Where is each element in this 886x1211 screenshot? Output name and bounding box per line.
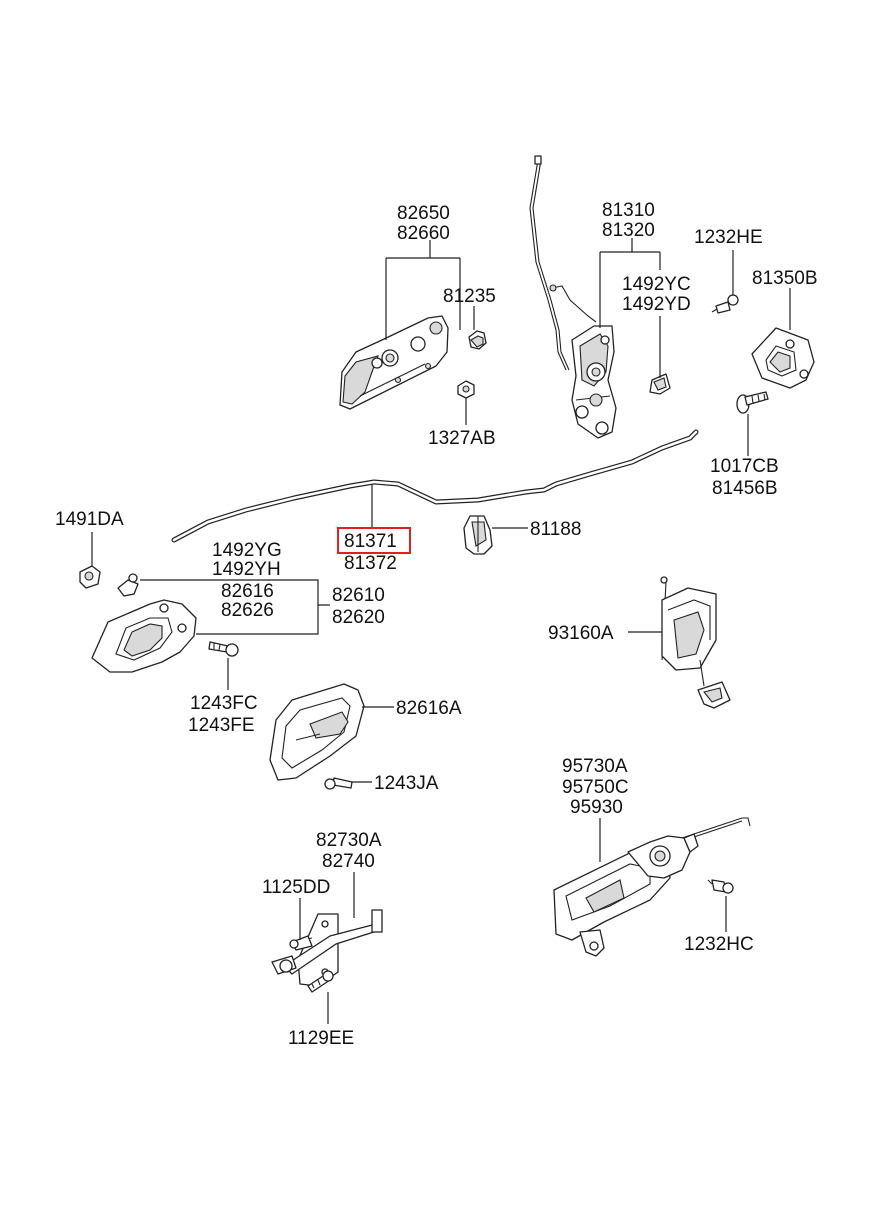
bolt-1491DA bbox=[79, 565, 101, 589]
label-82740: 82740 bbox=[322, 851, 375, 872]
label-81188: 81188 bbox=[530, 519, 581, 540]
label-1125DD: 1125DD bbox=[262, 877, 330, 898]
label-82610: 82610 bbox=[332, 585, 385, 606]
lock-rod-81371 bbox=[171, 429, 699, 543]
label-1492YG: 1492YG bbox=[212, 540, 282, 561]
label-1243FC: 1243FC bbox=[190, 693, 258, 714]
screw-1243FC bbox=[208, 641, 239, 657]
door-lock-actuator-assembly bbox=[553, 817, 751, 957]
label-1491DA: 1491DA bbox=[55, 509, 124, 530]
actuator-93160A bbox=[660, 576, 731, 709]
label-82626: 82626 bbox=[221, 600, 274, 621]
label-81320: 81320 bbox=[602, 220, 655, 241]
rod-clip-81188 bbox=[463, 515, 493, 555]
label-81235: 81235 bbox=[443, 286, 496, 307]
label-95750C: 95750C bbox=[562, 777, 629, 798]
label-1243JA: 1243JA bbox=[374, 773, 439, 794]
label-1232HE: 1232HE bbox=[694, 227, 763, 248]
label-81350B: 81350B bbox=[752, 268, 818, 289]
inside-handle-housing bbox=[91, 599, 197, 673]
nut-1327AB bbox=[457, 380, 475, 399]
outside-handle-part bbox=[339, 315, 449, 410]
door-checker-assembly bbox=[271, 909, 383, 987]
clip-1492YG bbox=[117, 573, 139, 597]
bolt-1125DD bbox=[289, 935, 313, 951]
label-81456B: 81456B bbox=[712, 478, 778, 499]
label-1492YH: 1492YH bbox=[212, 559, 281, 580]
inside-handle-82616A bbox=[269, 683, 365, 781]
part-number-labels: 82650 82660 81235 1327AB 81310 81320 149… bbox=[55, 200, 818, 1049]
screw-1243JA bbox=[324, 777, 353, 790]
label-95730A: 95730A bbox=[562, 756, 628, 777]
bolt-1232HE bbox=[711, 294, 739, 314]
label-81310: 81310 bbox=[602, 200, 655, 221]
door-latch-part bbox=[529, 155, 617, 439]
label-1232HC: 1232HC bbox=[684, 934, 754, 955]
leader-lines bbox=[91, 238, 791, 1024]
label-82660: 82660 bbox=[397, 223, 450, 244]
label-82620: 82620 bbox=[332, 607, 385, 628]
label-93160A: 93160A bbox=[548, 623, 614, 644]
label-95930: 95930 bbox=[570, 797, 623, 818]
label-1327AB: 1327AB bbox=[428, 428, 496, 449]
screw-1017CB bbox=[736, 391, 769, 414]
striker-81350B bbox=[751, 327, 815, 389]
label-1017CB: 1017CB bbox=[710, 456, 779, 477]
bolt-1129EE bbox=[307, 970, 334, 993]
label-81372: 81372 bbox=[344, 553, 397, 574]
label-1492YC: 1492YC bbox=[622, 274, 691, 295]
label-81371: 81371 bbox=[344, 531, 397, 552]
nut-81235 bbox=[468, 330, 487, 350]
screw-1232HC bbox=[707, 879, 734, 894]
label-82730A: 82730A bbox=[316, 830, 382, 851]
label-1243FE: 1243FE bbox=[188, 715, 255, 736]
label-1492YD: 1492YD bbox=[622, 294, 691, 315]
label-82616A: 82616A bbox=[396, 698, 462, 719]
label-1129EE: 1129EE bbox=[288, 1028, 354, 1049]
label-82616: 82616 bbox=[221, 581, 274, 602]
label-82650: 82650 bbox=[397, 203, 450, 224]
highlight-box-81371 bbox=[337, 527, 411, 554]
clip-1492YC bbox=[649, 373, 671, 395]
